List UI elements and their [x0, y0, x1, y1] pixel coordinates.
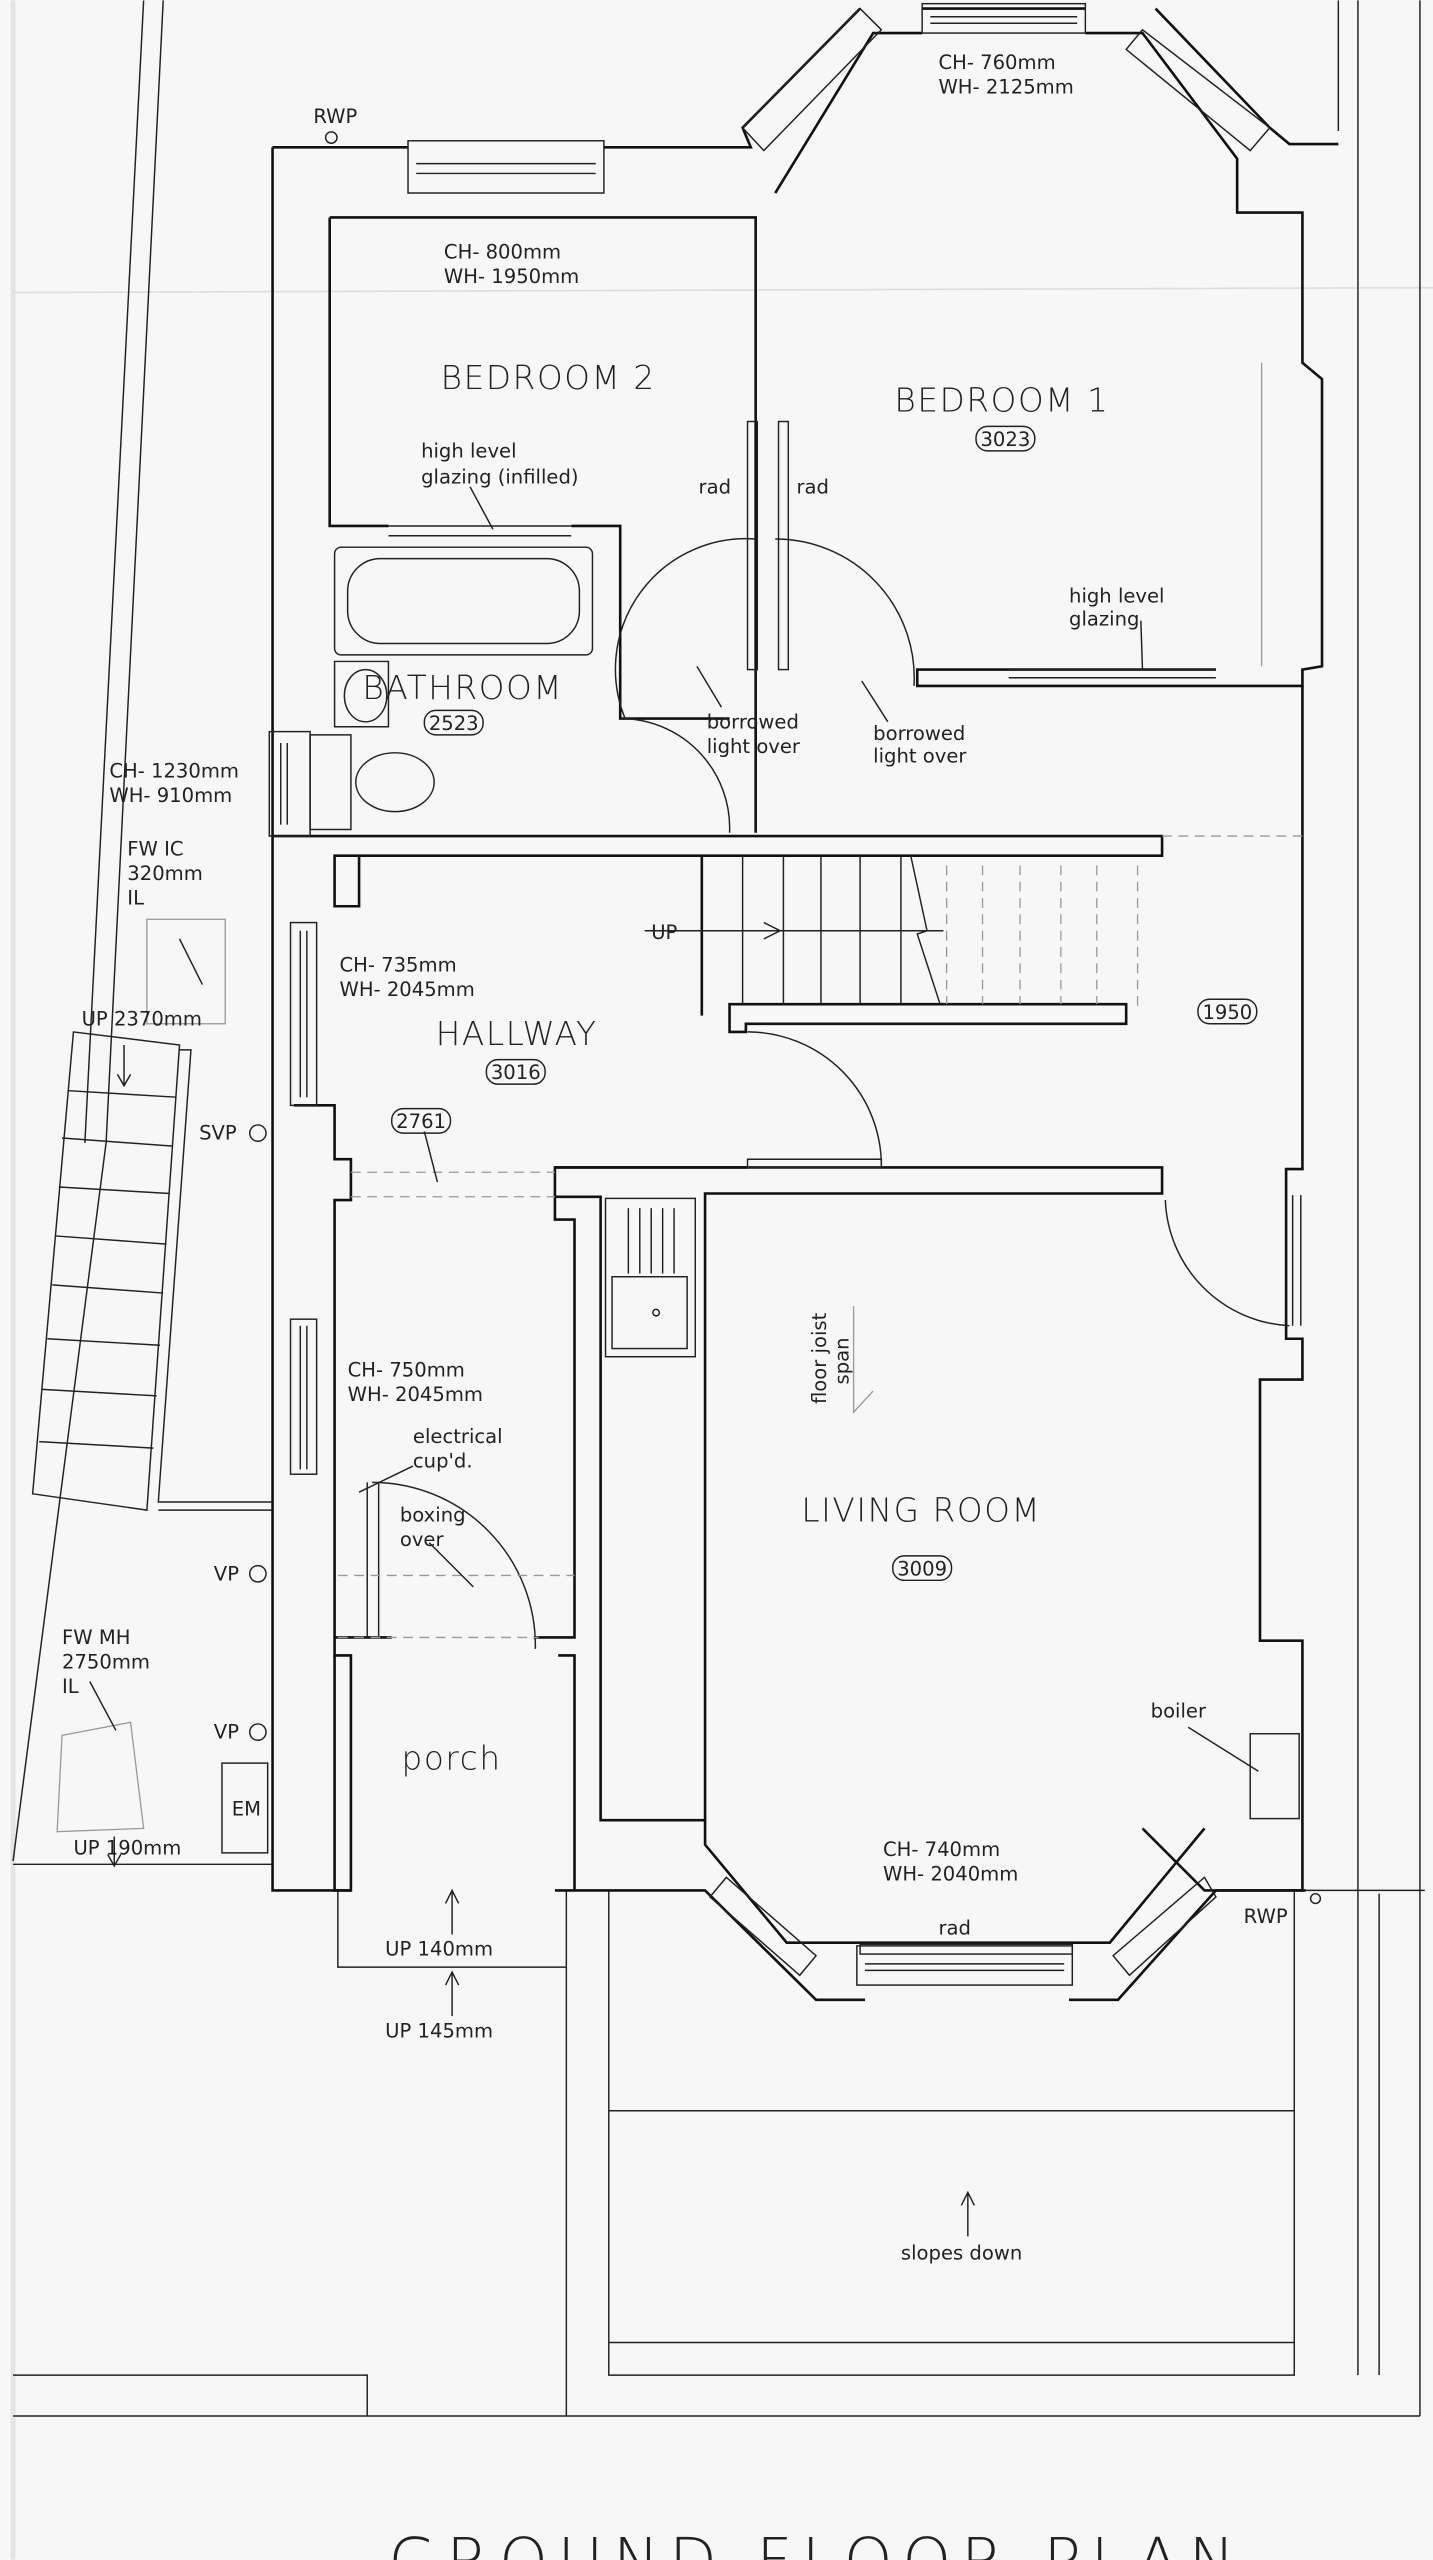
hlg-infilled-2: glazing (infilled) — [421, 466, 578, 489]
vp-icon-2 — [248, 1723, 267, 1741]
porch-name: porch — [402, 1740, 502, 1778]
bedroom2-name: BEDROOM 2 — [441, 359, 656, 397]
hlg-infilled-1: high level — [421, 439, 516, 462]
borrowed-b1: borrowed — [873, 722, 965, 745]
doors — [366, 537, 1290, 1649]
hallway-wh: WH- 2045mm — [339, 978, 474, 1001]
slopes-down: slopes down — [901, 2241, 1022, 2264]
ref-2761: 2761 — [396, 1110, 446, 1133]
fwic-3: IL — [127, 887, 144, 910]
elec-1: electrical — [413, 1425, 503, 1448]
kitchen-sink — [604, 1197, 697, 1358]
boundary-lines — [12, 0, 1425, 2417]
fwmh-1: FW MH — [62, 1626, 130, 1649]
rwp-top-icon — [324, 131, 338, 144]
ref-1950: 1950 — [1202, 1001, 1252, 1024]
bedroom1-ch: CH- 760mm — [938, 51, 1055, 74]
joist-2: span — [831, 1337, 854, 1384]
fwic-1: FW IC — [127, 838, 183, 861]
fwmh-3: IL — [62, 1675, 79, 1698]
wc-ch: CH- 1230mm — [109, 759, 239, 782]
svp-label: SVP — [199, 1122, 237, 1145]
borrowed-a2: light over — [707, 735, 801, 758]
fwmh-2: 2750mm — [62, 1650, 150, 1673]
boiler-unit — [1249, 1732, 1300, 1820]
bathroom-ref: 2523 — [429, 712, 479, 735]
lower-wh: WH- 2045mm — [348, 1383, 483, 1406]
rwp-bottom-icon — [1309, 1892, 1322, 1905]
vp-2: VP — [214, 1721, 239, 1744]
living-ref: 3009 — [897, 1557, 947, 1580]
hallway-ch: CH- 735mm — [339, 954, 456, 977]
bedroom1-name: BEDROOM 1 — [894, 382, 1109, 420]
windows — [268, 2, 1302, 1986]
plan-title: GROUND FLOOR PLAN — [388, 2524, 1244, 2560]
joist-1: floor joist — [808, 1312, 831, 1404]
vp-icon-1 — [248, 1564, 267, 1583]
hallway-ref: 3016 — [491, 1061, 541, 1084]
bedroom2-ch: CH- 800mm — [444, 240, 561, 263]
boxing-1: boxing — [400, 1504, 466, 1527]
up-140: UP 140mm — [385, 1938, 493, 1961]
living-name: LIVING ROOM — [801, 1492, 1041, 1530]
faint-features — [56, 362, 1263, 1833]
boxing-2: over — [400, 1528, 445, 1551]
hallway-name: HALLWAY — [436, 1015, 598, 1053]
external-stair — [31, 1031, 273, 1511]
borrowed-a1: borrowed — [707, 710, 799, 733]
hlg-1: high level — [1069, 585, 1164, 608]
up-2370: UP 2370mm — [82, 1007, 202, 1030]
rad-right: rad — [796, 475, 828, 498]
bedroom2-wh: WH- 1950mm — [444, 265, 579, 288]
bedroom1-ref: 3023 — [980, 428, 1030, 451]
radiators — [746, 420, 1074, 1955]
rad-left: rad — [699, 475, 731, 498]
rad-bay: rad — [938, 1916, 970, 1939]
living-ch: CH- 740mm — [883, 1838, 1000, 1861]
lower-ch: CH- 750mm — [348, 1358, 465, 1381]
rwp-bottom-label: RWP — [1244, 1905, 1288, 1928]
room-ref-badges — [390, 425, 1258, 1582]
bathroom-fittings — [309, 546, 594, 831]
stair-up: UP — [651, 921, 677, 944]
up-190: UP 190mm — [73, 1837, 181, 1860]
fwic-2: 320mm — [127, 862, 203, 885]
living-wh: WH- 2040mm — [883, 1863, 1018, 1886]
wc-wh: WH- 910mm — [109, 784, 232, 807]
svp-icon — [248, 1124, 267, 1143]
boiler-label: boiler — [1151, 1699, 1207, 1722]
em-label: EM — [232, 1797, 261, 1820]
walls — [271, 7, 1339, 2002]
bedroom1-wh: WH- 2125mm — [938, 75, 1073, 98]
up-145: UP 145mm — [385, 2019, 493, 2042]
bathroom-name: BATHROOM — [362, 669, 563, 707]
hlg-2: glazing — [1069, 608, 1139, 631]
rwp-top-label: RWP — [313, 105, 357, 128]
internal-stair — [337, 835, 1303, 1639]
electric-meter-box — [221, 1762, 269, 1854]
paper-fold — [13, 286, 1433, 294]
vp-1: VP — [214, 1562, 239, 1585]
leader-lines — [89, 486, 1259, 2237]
borrowed-b2: light over — [873, 745, 967, 768]
elec-2: cup'd. — [413, 1450, 473, 1473]
